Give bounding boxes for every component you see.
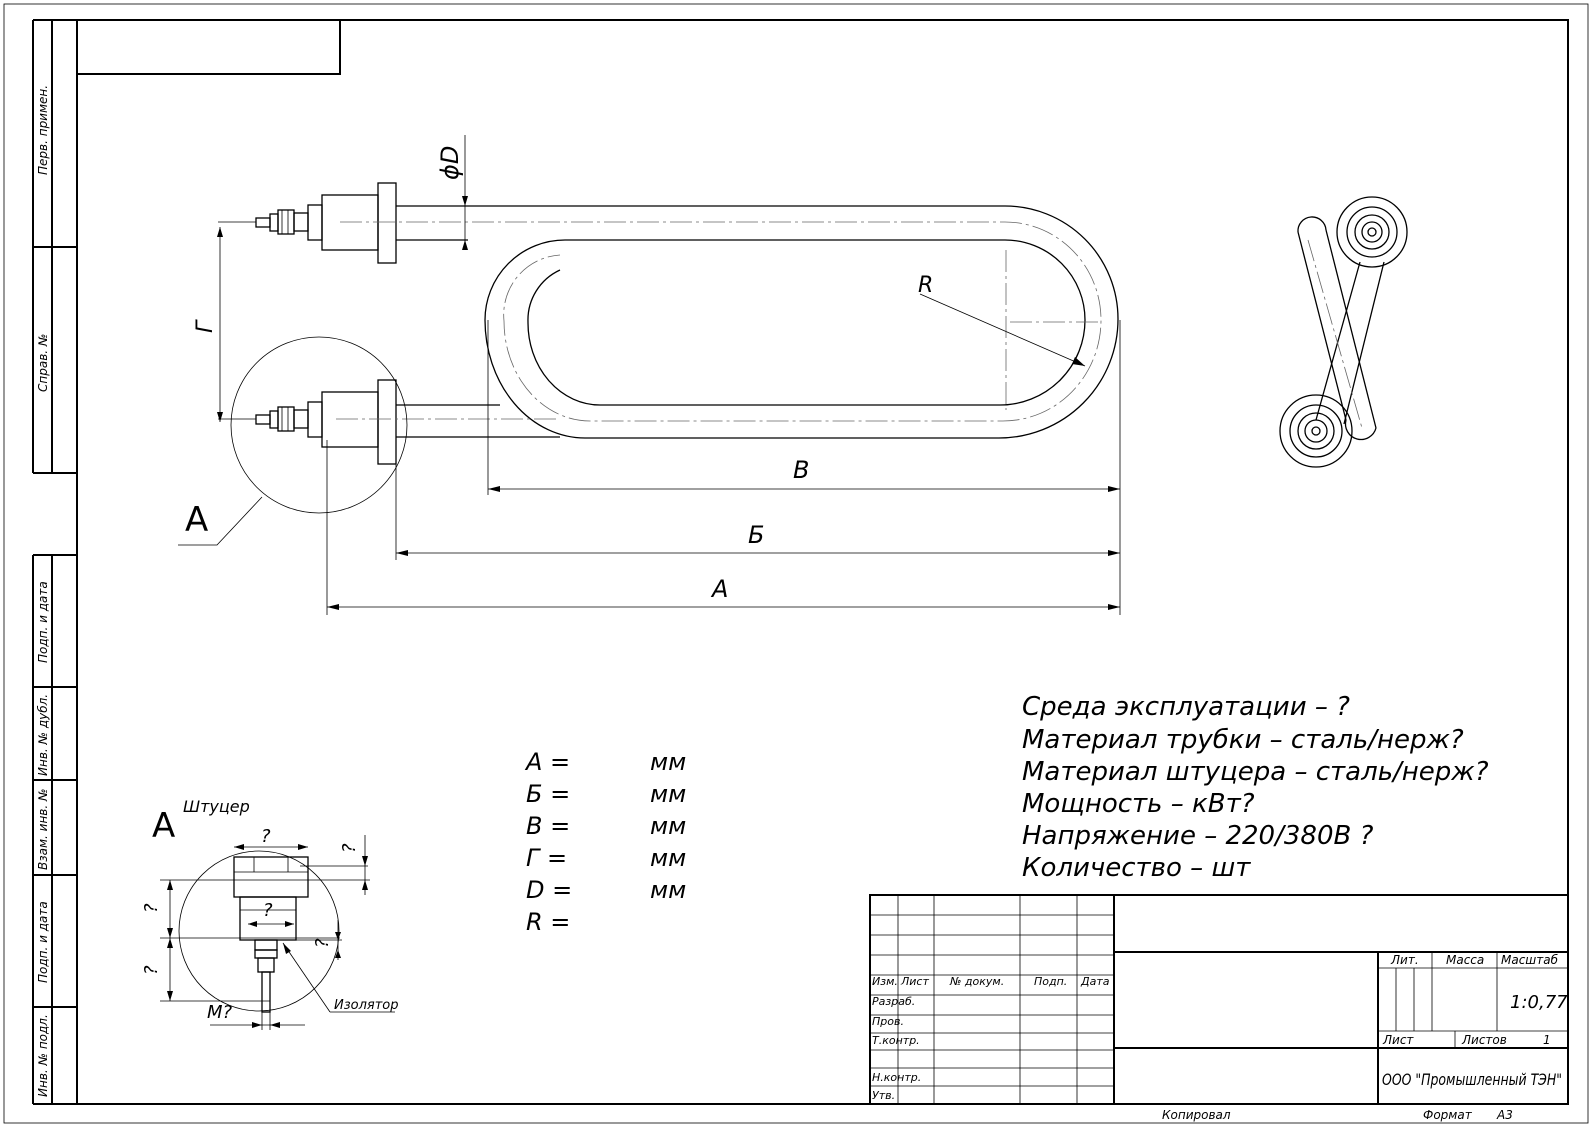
- detail-q-width: ?: [261, 826, 271, 847]
- tb-no-dokum: № докум.: [949, 975, 1004, 988]
- outer-border: [3, 3, 1589, 1124]
- tb-massa: Масса: [1446, 953, 1484, 967]
- tb-prov: Пров.: [872, 1015, 904, 1028]
- value-row-name: D =: [526, 876, 572, 904]
- value-row-unit: мм: [650, 748, 686, 776]
- spec-line: Мощность – кВт?: [1022, 789, 1255, 819]
- dim-a: [326, 440, 1120, 615]
- heater-main-view: [218, 182, 1119, 465]
- dim-v: [487, 320, 1121, 615]
- tb-scale: 1:0,77: [1510, 992, 1568, 1013]
- side-label-inv-podl: Инв. № подл.: [36, 1014, 50, 1097]
- spec-line: Материал штуцера – сталь/нерж?: [1022, 757, 1489, 787]
- spec-line: Количество – шт: [1022, 853, 1251, 883]
- side-label-podp-data-2: Подп. и дата: [36, 901, 50, 983]
- detail-q-inner: ?: [263, 900, 273, 921]
- label-diameter: ϕD: [436, 146, 464, 180]
- spec-line: Напряжение – 220/380В ?: [1022, 821, 1374, 851]
- value-row-name: R =: [526, 908, 570, 936]
- tb-lit: Лит.: [1390, 953, 1419, 967]
- tb-company: ООО "Промышленный ТЭН": [1382, 1070, 1562, 1089]
- tb-listov-num: 1: [1543, 1033, 1551, 1047]
- tb-utv: Утв.: [872, 1089, 895, 1102]
- terminal-bottom: [218, 379, 560, 465]
- dim-diameter: [462, 135, 468, 250]
- tb-list2: Лист: [1382, 1033, 1414, 1047]
- specs-list: Среда эксплуатации – ? Материал трубки –…: [1022, 692, 1489, 883]
- detail-q-top: ?: [339, 843, 360, 853]
- tube-axis: [340, 221, 1102, 422]
- detail-title-letter: А: [152, 806, 175, 846]
- side-label-podp-data-1: Подп. и дата: [36, 581, 50, 663]
- detail-a-view: [160, 835, 395, 1030]
- detail-thread: М?: [207, 1002, 233, 1023]
- detail-insulator: Изолятор: [334, 998, 399, 1013]
- tb-izm: Изм.: [872, 975, 898, 988]
- tb-listov: Листов: [1461, 1033, 1507, 1047]
- tb-podp: Подп.: [1034, 975, 1067, 988]
- footer-kopiroval: Копировал: [1162, 1108, 1231, 1122]
- value-row-unit: мм: [650, 780, 686, 808]
- tb-list: Лист: [900, 975, 929, 988]
- value-row-name: Б =: [526, 780, 570, 808]
- main-frame: [76, 19, 1569, 1105]
- side-view: [1279, 196, 1408, 468]
- tb-nkontr: Н.контр.: [872, 1071, 921, 1084]
- top-stamp-box: [77, 20, 341, 75]
- side-label-sprav: Справ. №: [36, 334, 50, 392]
- spec-line: Материал трубки – сталь/нерж?: [1022, 725, 1464, 755]
- dim-gamma: [217, 227, 223, 422]
- value-row-unit: мм: [650, 844, 686, 872]
- label-b: Б: [748, 521, 764, 549]
- dim-radius: [919, 293, 1086, 367]
- detail-title: Штуцер: [183, 797, 250, 816]
- tb-razrab: Разраб.: [872, 995, 915, 1008]
- side-label-inv-dubl: Инв. № дубл.: [36, 694, 50, 776]
- label-gamma: Г: [193, 319, 218, 333]
- detail-q-h1: ?: [141, 903, 162, 913]
- values-table: А = мм Б = мм В = мм Г = мм D = мм R =: [524, 748, 686, 936]
- value-row-name: Г =: [526, 844, 567, 872]
- dim-b: [395, 440, 1120, 560]
- side-label-vzam-inv: Взам. инв. №: [36, 789, 50, 870]
- tube-loop: [468, 205, 1119, 439]
- label-a: А: [710, 575, 728, 603]
- detail-callout: [178, 336, 408, 546]
- side-label-perv-primen: Перв. примен.: [36, 85, 50, 175]
- label-v: В: [793, 456, 809, 484]
- terminal-top: [218, 182, 468, 264]
- value-row-name: В =: [526, 812, 570, 840]
- value-row-name: А =: [524, 748, 570, 776]
- callout-letter: А: [185, 500, 208, 540]
- spec-line: Среда эксплуатации – ?: [1022, 692, 1350, 722]
- footer-format-val: А3: [1496, 1108, 1513, 1122]
- tb-data: Дата: [1080, 975, 1110, 988]
- left-margin: [32, 19, 77, 1105]
- detail-q-h2: ?: [141, 965, 162, 975]
- value-row-unit: мм: [650, 876, 686, 904]
- value-row-unit: мм: [650, 812, 686, 840]
- footer-format: Формат: [1423, 1108, 1473, 1122]
- tb-masshtab: Масштаб: [1501, 953, 1559, 967]
- tb-tkontr: Т.контр.: [872, 1034, 920, 1047]
- label-radius: R: [918, 273, 933, 298]
- title-block: [869, 894, 1569, 1105]
- detail-q-side: ?: [312, 938, 333, 948]
